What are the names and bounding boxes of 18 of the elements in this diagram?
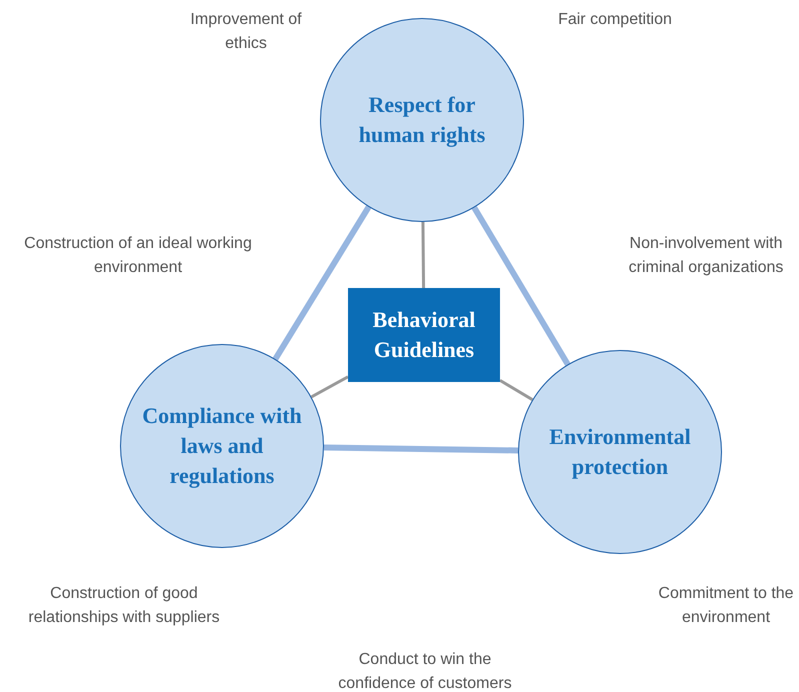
- connector-line: [472, 206, 570, 366]
- node-title: Respect for human rights: [358, 91, 486, 149]
- node-title: Environmental protection: [548, 423, 692, 481]
- value-label: Construction of good relationships with suppliers: [27, 584, 221, 628]
- value-label: Non-involvement with criminal organizations: [628, 234, 784, 278]
- value-label: Commitment to the environment: [657, 584, 795, 628]
- value-label: Construction of an ideal working environment: [23, 234, 253, 278]
- connector-line: [324, 444, 518, 454]
- value-label: Fair competition: [557, 10, 673, 30]
- connector-line: [272, 205, 372, 361]
- connector-line: [421, 222, 426, 288]
- connector-line: [499, 379, 534, 401]
- node-title: Compliance with laws and regulations: [142, 402, 302, 490]
- value-label: Improvement of ethics: [189, 10, 303, 54]
- value-label: Conduct to win the confidence of customers: [337, 650, 513, 692]
- center-box: [348, 288, 500, 382]
- connector-line: [310, 375, 349, 398]
- node-title: Behavioral Guidelines: [372, 306, 476, 364]
